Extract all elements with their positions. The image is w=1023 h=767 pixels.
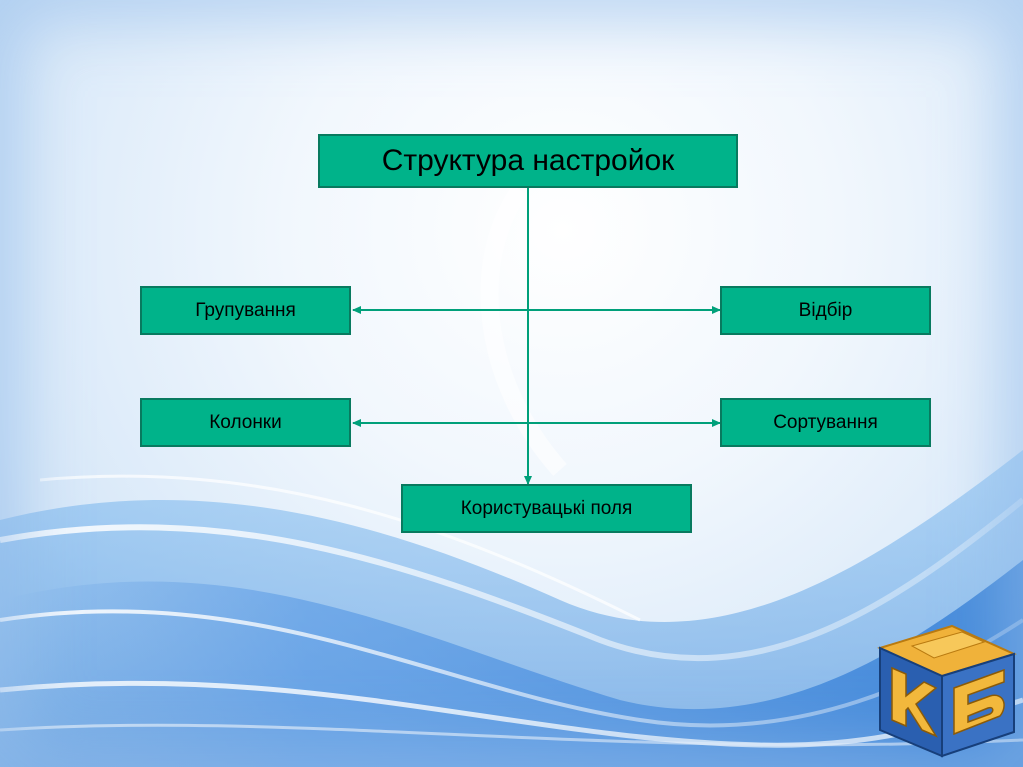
node-filter: Відбір bbox=[720, 286, 931, 335]
node-user-fields: Користувацькі поля bbox=[401, 484, 692, 533]
node-grouping: Групування bbox=[140, 286, 351, 335]
kb-logo-icon bbox=[877, 624, 1017, 758]
root-node: Структура настройок bbox=[318, 134, 738, 188]
node-sorting: Сортування bbox=[720, 398, 931, 447]
node-columns: Колонки bbox=[140, 398, 351, 447]
